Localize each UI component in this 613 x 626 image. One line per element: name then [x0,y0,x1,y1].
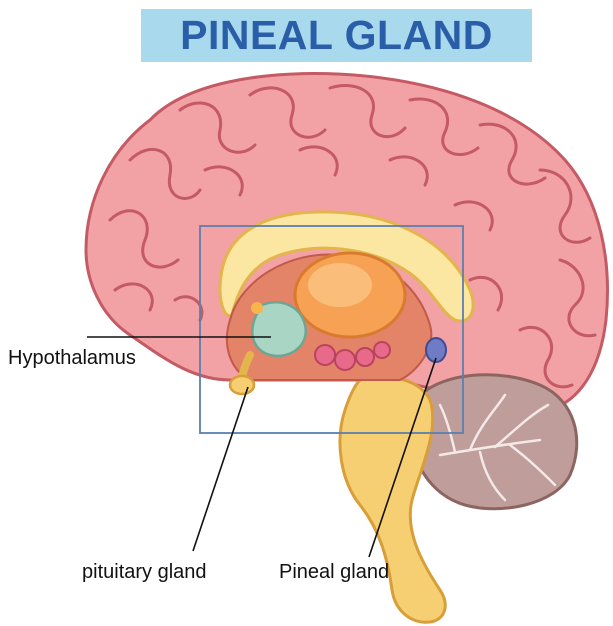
title-banner: PINEAL GLAND [141,9,532,62]
pituitary-gland [228,374,256,396]
highlight-box [199,225,464,434]
pineal-gland [425,337,447,363]
cerebellum [410,373,579,511]
brainstem [338,375,447,624]
corpus-callosum [218,210,475,323]
pituitary-leader-line [192,386,249,552]
inner-brain [225,251,447,396]
diagram-title: PINEAL GLAND [180,12,493,58]
pineal-gland-label: Pineal gland [279,561,390,583]
hypothalamus-label: Hypothalamus [8,347,136,369]
pituitary-gland-label: pituitary gland [82,561,207,583]
pineal-leader-line [368,357,437,558]
